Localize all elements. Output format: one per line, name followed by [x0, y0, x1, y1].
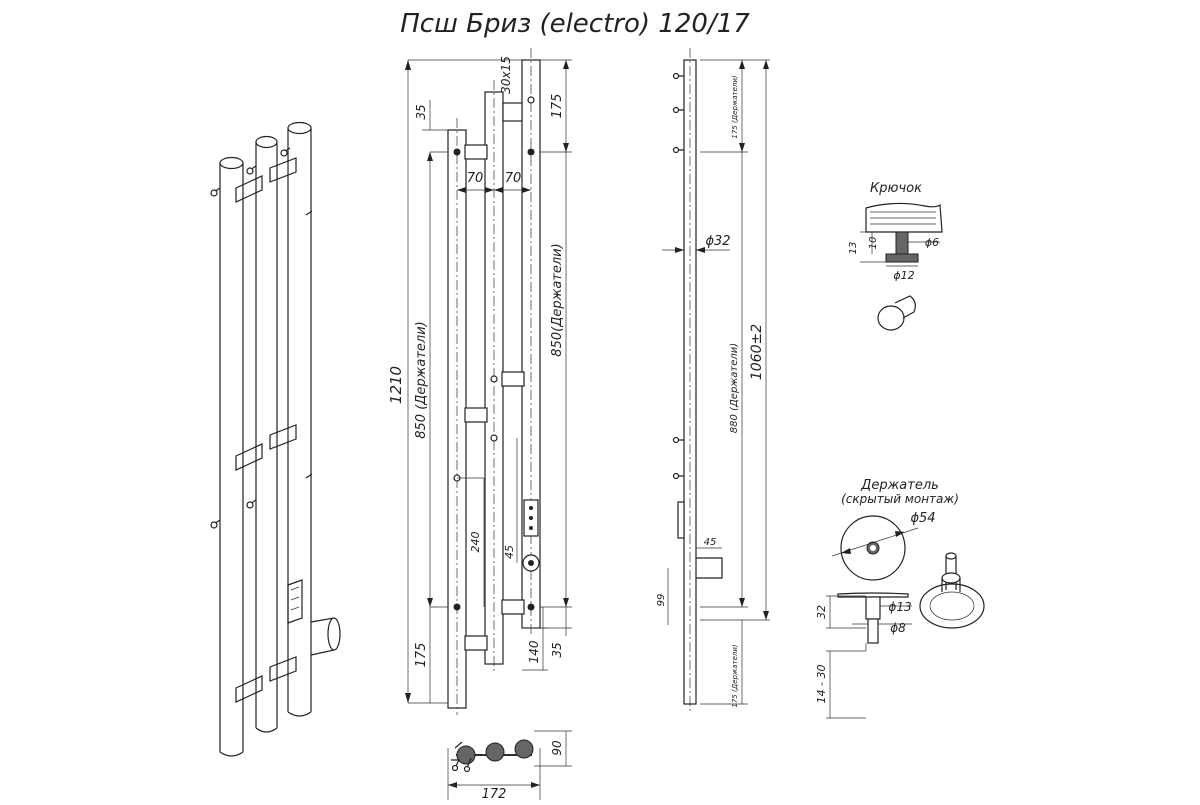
dim-850-left: 850 (Держатели) — [414, 321, 429, 439]
dim-diameter-13: ϕ13 — [888, 600, 911, 614]
dim-45-side: 45 — [704, 537, 717, 548]
drawing-title: Псш Бриз (electro) 120/17 — [400, 9, 750, 39]
dim-70-b: 70 — [505, 171, 522, 186]
dim-850-right: 850(Держатели) — [550, 243, 565, 356]
dim-diameter-12: ϕ12 — [893, 269, 914, 282]
dim-diameter-6: ϕ6 — [925, 236, 939, 249]
dim-1210: 1210 — [387, 366, 405, 404]
dim-175-holders: 175 (Держатели) — [731, 75, 739, 139]
dim-diameter-32: ϕ32 — [705, 234, 730, 249]
dim-30x15: 30x15 — [499, 56, 513, 94]
dim-880: 880 (Держатели) — [729, 343, 740, 433]
holder-title-line1: Держатель — [860, 478, 939, 493]
bottom-view: 172 90 — [447, 730, 572, 802]
dim-1060: 1060±2 — [749, 324, 765, 380]
dim-35-top: 35 — [414, 104, 428, 119]
hook-detail: Крючок 13 10 ϕ6 ϕ12 — [848, 181, 943, 331]
holder-title-line2: (скрытый монтаж) — [841, 492, 959, 506]
dim-175-top: 175 — [550, 94, 565, 119]
dim-90: 90 — [550, 740, 564, 756]
side-view: 175 (Держатели) 880 (Держатели) 1060±2 ϕ… — [656, 48, 770, 712]
dim-diameter-54: ϕ54 — [910, 511, 935, 526]
dim-10: 10 — [868, 237, 879, 250]
dim-35-bottom: 35 — [550, 642, 564, 657]
dim-140: 140 — [527, 640, 541, 663]
front-view: 1210 850 (Держатели) 35 175 30x15 175 85… — [387, 48, 572, 715]
dim-32: 32 — [815, 605, 828, 619]
dim-240: 240 — [469, 532, 482, 553]
holder-detail: Держатель (скрытый монтаж) ϕ54 32 ϕ13 ϕ8… — [815, 478, 985, 719]
hook-title: Крючок — [870, 181, 922, 196]
dim-172: 172 — [482, 787, 507, 800]
dim-175-side-bottom: 175 (Держатели) — [731, 644, 739, 708]
dim-99: 99 — [656, 594, 667, 607]
dim-13: 13 — [848, 242, 859, 255]
dim-175-bottom: 175 — [414, 643, 429, 668]
dim-70-a: 70 — [467, 171, 484, 186]
dim-diameter-8: ϕ8 — [890, 621, 906, 635]
isometric-view — [210, 121, 341, 757]
dim-14-30: 14 - 30 — [815, 665, 828, 704]
dim-45-front: 45 — [503, 545, 516, 559]
